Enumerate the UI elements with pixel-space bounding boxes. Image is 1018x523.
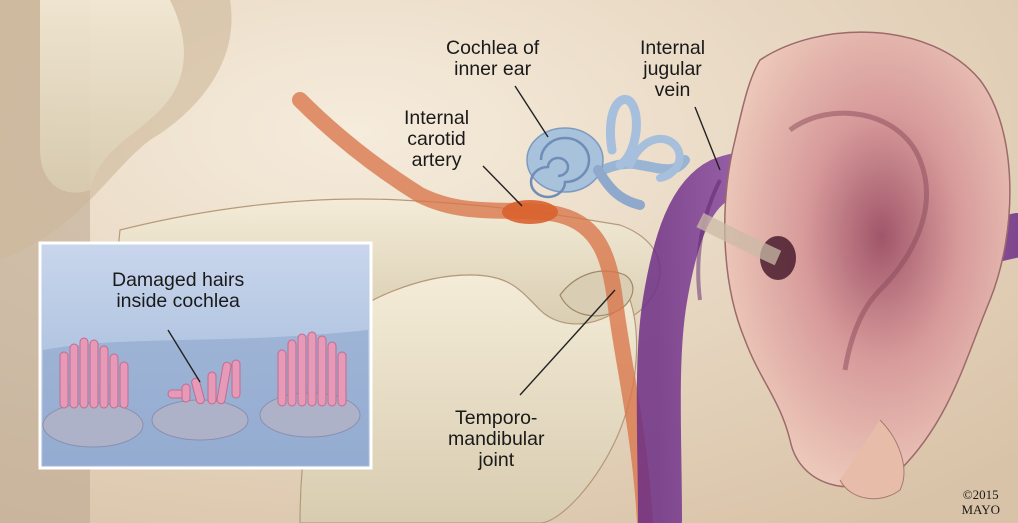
copyright-owner: MAYO	[961, 502, 1000, 517]
damaged-label-line-2: inside cochlea	[112, 291, 244, 312]
carotid-label-line-1: Internal	[404, 108, 469, 129]
jugular-label-line-2: jugular	[640, 59, 705, 80]
carotid-artery-label: Internal carotid artery	[404, 108, 469, 171]
cochlea-label-line-2: inner ear	[446, 59, 539, 80]
copyright-notice: ©2015 MAYO	[961, 487, 1000, 517]
carotid-highlight	[502, 200, 558, 224]
tmj-label-line-3: joint	[448, 450, 544, 471]
tmj-label: Temporo- mandibular joint	[448, 408, 544, 471]
jugular-label-line-3: vein	[640, 80, 705, 101]
cochlea-label: Cochlea of inner ear	[446, 38, 539, 80]
tmj-label-line-1: Temporo-	[448, 408, 544, 429]
copyright-year: ©2015	[961, 487, 1000, 502]
inset-cell-base-1	[43, 403, 143, 447]
damaged-label-line-1: Damaged hairs	[112, 270, 244, 291]
jugular-vein-label: Internal jugular vein	[640, 38, 705, 101]
damaged-hairs-label: Damaged hairs inside cochlea	[112, 270, 244, 312]
inset-cell-base-2	[152, 400, 248, 440]
tmj-label-line-2: mandibular	[448, 429, 544, 450]
carotid-label-line-3: artery	[404, 150, 469, 171]
jugular-label-line-1: Internal	[640, 38, 705, 59]
cochlea-label-line-1: Cochlea of	[446, 38, 539, 59]
carotid-label-line-2: carotid	[404, 129, 469, 150]
